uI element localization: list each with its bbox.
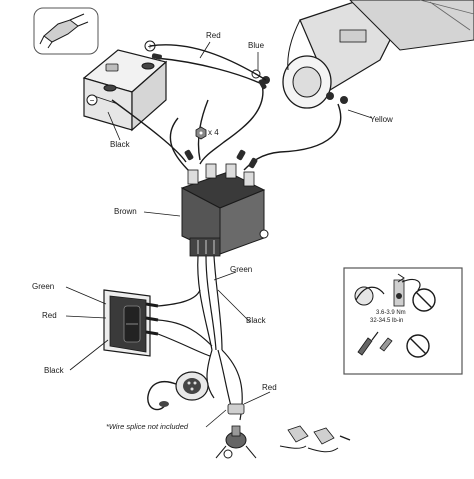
switch-wires (157, 289, 213, 357)
round-connector (147, 371, 209, 411)
label-red-battery-cable: Red (206, 31, 221, 40)
label-black-battery-cable: Black (110, 140, 130, 149)
label-nut-quantity: x 4 (208, 128, 219, 137)
label-brown-wire: Brown (114, 207, 137, 216)
label-yellow-cable: Yellow (370, 115, 393, 124)
nut-icon (195, 126, 207, 140)
rocker-switch (103, 289, 159, 357)
torque-spec-lb: 32-34.5 lb-in (370, 318, 404, 324)
battery (82, 49, 168, 132)
solenoid (180, 163, 269, 257)
battery-minus-label: − (90, 96, 95, 105)
connector-icon (354, 286, 385, 306)
cable-lug-icon (151, 53, 267, 169)
label-black-wire-lower: Black (246, 316, 266, 325)
wire-splice (227, 403, 245, 415)
no-tool-icon (406, 288, 436, 358)
label-red-switch: Red (42, 311, 57, 320)
connector-icon (39, 13, 89, 49)
connector-inset (33, 7, 99, 55)
label-blue-cable: Blue (248, 41, 265, 50)
screwdriver-icon (357, 331, 393, 356)
spade-terminal-icon (279, 425, 351, 453)
minus-icon (86, 94, 98, 106)
nut-icon (393, 279, 405, 307)
control-harness (197, 255, 243, 421)
label-green-wire-solenoid: Green (230, 265, 253, 274)
winch-motor (262, 0, 474, 109)
wire-splice-note: *Wire splice not included (106, 422, 189, 431)
torque-inset (343, 267, 463, 375)
key-switch (215, 425, 257, 459)
torque-spec-nm: 3.6-3.9 Nm (376, 310, 406, 316)
torque-icon (397, 273, 421, 291)
label-red-splice: Red (262, 383, 277, 392)
label-black-switch: Black (44, 366, 64, 375)
label-green-switch: Green (32, 282, 55, 291)
